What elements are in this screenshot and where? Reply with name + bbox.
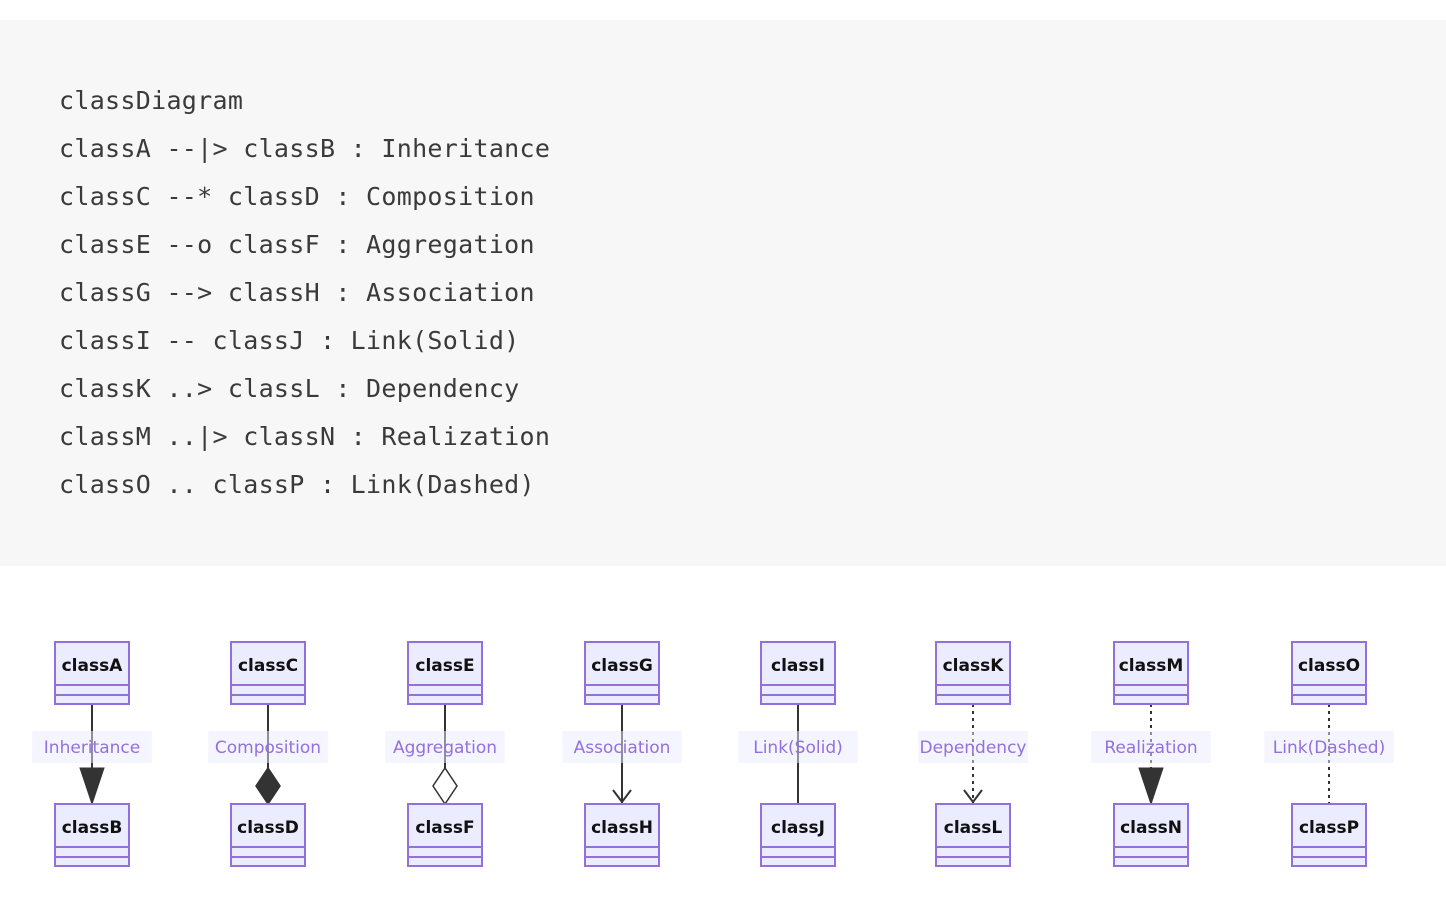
code-line: classM ..|> classN : Realization (59, 422, 551, 451)
code-line: classO .. classP : Link(Dashed) (59, 470, 535, 499)
relation-label: Link(Solid) (753, 738, 843, 758)
class-name: classA (62, 656, 124, 676)
class-name: classN (1120, 818, 1182, 838)
class-box (54, 803, 130, 867)
class-name: classM (1119, 656, 1184, 676)
relation-label-bg (918, 731, 1028, 763)
class-name: classC (238, 656, 298, 676)
relation-label-bg (1091, 731, 1211, 763)
class-box (760, 641, 836, 705)
class-box (1113, 803, 1189, 867)
class-box (407, 803, 483, 867)
relation-label: Link(Dashed) (1273, 738, 1385, 758)
relation-label-bg (562, 731, 682, 763)
code-line: classK ..> classL : Dependency (59, 374, 520, 403)
class-name: classL (944, 818, 1003, 838)
class-name: classE (415, 656, 474, 676)
class-name: classG (591, 656, 653, 676)
inheritance-arrowhead (1138, 767, 1164, 806)
class-name: classO (1298, 656, 1360, 676)
class-name: classB (62, 818, 123, 838)
class-name: classJ (771, 818, 825, 838)
class-name: classP (1299, 818, 1359, 838)
class-box (230, 641, 306, 705)
code-block: classDiagram classA --|> classB : Inheri… (0, 20, 1446, 566)
relation-label-bg (738, 731, 858, 763)
composition-diamond (255, 766, 281, 806)
code-line: classA --|> classB : Inheritance (59, 134, 551, 163)
relation-label-bg (32, 731, 152, 763)
code-line: classE --o classF : Aggregation (59, 230, 535, 259)
class-name: classI (771, 656, 825, 676)
class-box (230, 803, 306, 867)
aggregation-diamond (432, 766, 458, 806)
class-box (760, 803, 836, 867)
class-box (54, 641, 130, 705)
relation-label: Inheritance (44, 738, 140, 758)
class-box (935, 641, 1011, 705)
relation-label-bg (208, 731, 328, 763)
relation-label: Dependency (919, 738, 1026, 758)
arrowhead (612, 789, 632, 804)
relation-label: Aggregation (393, 738, 497, 758)
class-name: classH (591, 818, 653, 838)
inheritance-arrowhead (79, 767, 105, 806)
class-box (1113, 641, 1189, 705)
arrowhead (963, 789, 983, 804)
class-box (935, 803, 1011, 867)
relation-label: Composition (215, 738, 321, 758)
relation-label: Realization (1104, 738, 1197, 758)
class-name: classK (943, 656, 1005, 676)
class-name: classF (415, 818, 474, 838)
class-box (407, 641, 483, 705)
class-box (1291, 803, 1367, 867)
class-name: classD (237, 818, 299, 838)
code-line: classI -- classJ : Link(Solid) (59, 326, 520, 355)
relation-label-bg (385, 731, 505, 763)
class-box (584, 803, 660, 867)
code-line: classG --> classH : Association (59, 278, 535, 307)
code-line: classC --* classD : Composition (59, 182, 535, 211)
code-line: classDiagram (59, 86, 244, 115)
relation-label-bg (1264, 731, 1394, 763)
relation-label: Association (574, 738, 671, 758)
class-box (584, 641, 660, 705)
class-box (1291, 641, 1367, 705)
